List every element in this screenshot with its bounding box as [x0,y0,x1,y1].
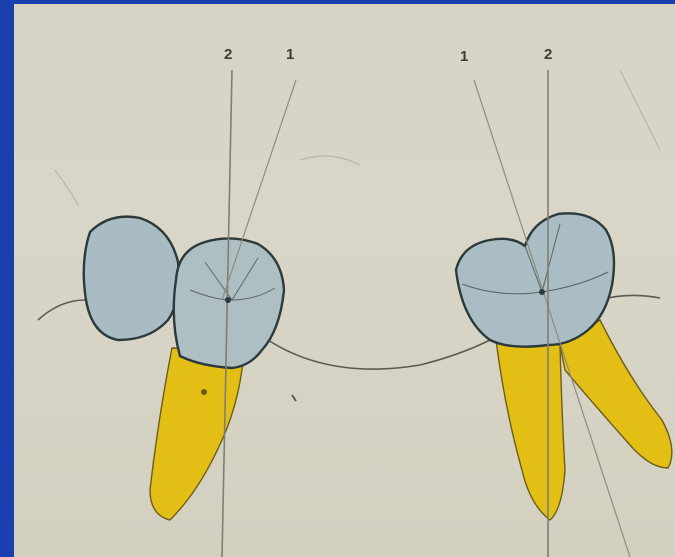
left-axis-1-label: 1 [286,46,294,63]
right-axis-1-label: 1 [460,48,468,65]
left-root-mark [201,389,207,395]
paper-background: 2 1 1 2 [14,4,675,557]
left-neighbor-crown [84,217,179,340]
tooth-axis-diagram [14,4,675,557]
left-axis-2-label: 2 [224,46,232,63]
right-axis-2-label: 2 [544,46,552,63]
stray-mark [292,395,296,401]
right-crown-center [539,289,545,295]
left-crown-center [225,297,231,303]
left-tooth-root [150,348,244,520]
background-sketch-line [55,70,660,205]
right-tooth-root-mesial [496,340,565,520]
